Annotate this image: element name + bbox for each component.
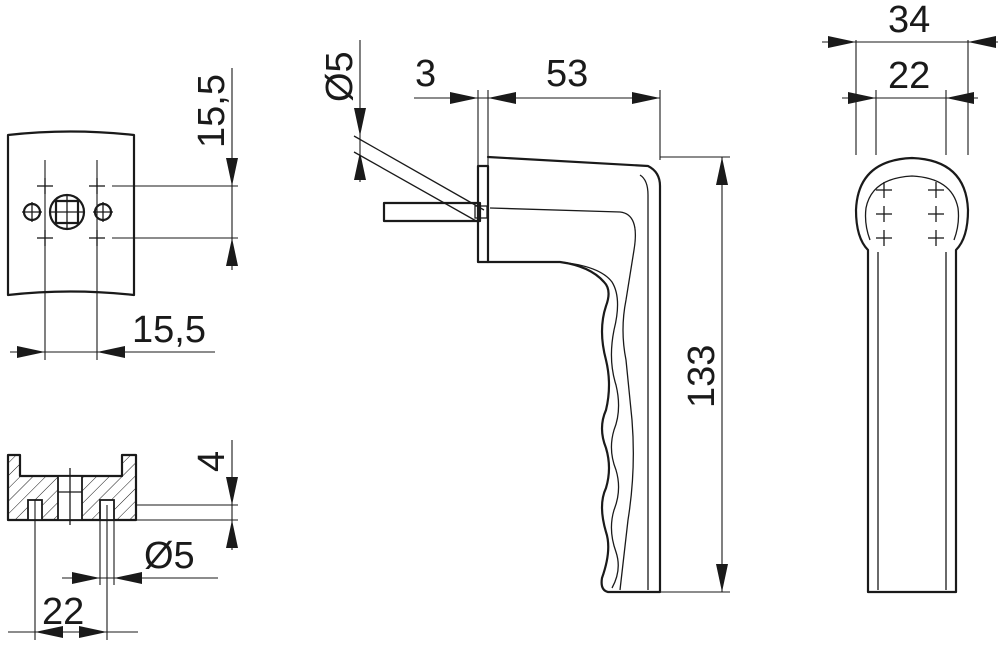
dim-label-4: 4 <box>191 451 233 472</box>
dim-section-depth: 4 <box>191 440 238 550</box>
dim-plate-top-offset: 15,5 <box>191 68 238 270</box>
dim-label-3: 3 <box>415 53 436 95</box>
rose-section-view <box>6 453 238 640</box>
rose-plate-front-view <box>6 130 238 360</box>
dim-label-34: 34 <box>888 0 930 41</box>
lever-side-view <box>353 135 662 594</box>
dim-label-dia5-section: Ø5 <box>144 535 195 577</box>
dim-label-22-section: 22 <box>42 591 84 633</box>
dim-label-15-5-horizontal: 15,5 <box>132 309 206 351</box>
dim-gap-and-projection: 3 53 <box>414 53 661 166</box>
dim-label-22-rose: 22 <box>888 55 930 97</box>
dim-rose-width: 34 <box>822 0 998 48</box>
dim-section-hole-dia: Ø5 <box>62 535 218 584</box>
dim-label-15-5-vertical: 15,5 <box>191 74 233 148</box>
dim-label-133: 133 <box>681 345 723 408</box>
dim-label-53: 53 <box>546 53 588 95</box>
dim-lever-length: 133 <box>660 156 730 593</box>
lever-front-view <box>854 40 970 594</box>
dim-section-hole-spacing: 22 <box>8 591 138 638</box>
dim-rose-inner: 22 <box>842 55 978 104</box>
dim-pin-dia: Ø5 <box>319 40 366 182</box>
dim-plate-side-offset: 15,5 <box>10 309 215 358</box>
dim-label-dia5-pin: Ø5 <box>319 51 361 102</box>
